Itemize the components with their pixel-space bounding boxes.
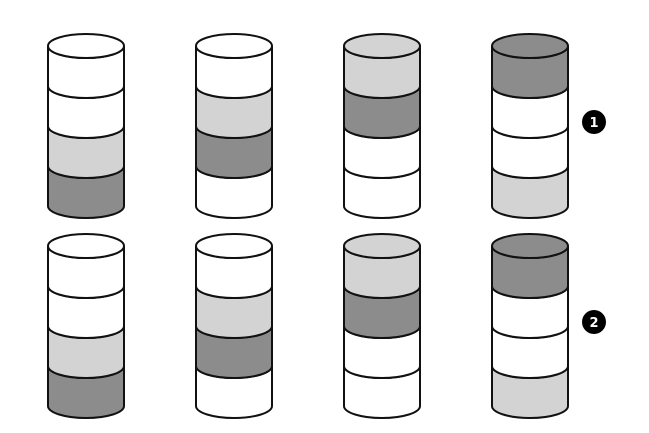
callout-badge-2: 2 bbox=[582, 310, 606, 334]
disk-cylinder-4 bbox=[492, 234, 568, 418]
disk-top-cap bbox=[48, 234, 124, 258]
disk-cylinder-4 bbox=[492, 34, 568, 218]
disk-cylinder-2 bbox=[196, 234, 272, 418]
disk-top-cap bbox=[196, 34, 272, 58]
disk-top-cap bbox=[492, 234, 568, 258]
disk-top-cap bbox=[344, 234, 420, 258]
disk-cylinder-3 bbox=[344, 234, 420, 418]
disk-top-cap bbox=[196, 234, 272, 258]
disk-cylinder-3 bbox=[344, 34, 420, 218]
disk-top-cap bbox=[48, 34, 124, 58]
disk-row-2: 2 bbox=[48, 234, 606, 418]
callout-badge-1: 1 bbox=[582, 110, 606, 134]
disk-top-cap bbox=[344, 34, 420, 58]
callout-number: 2 bbox=[589, 316, 598, 331]
disk-top-cap bbox=[492, 34, 568, 58]
disk-row-1: 1 bbox=[48, 34, 606, 218]
disk-cylinder-1 bbox=[48, 34, 124, 218]
callout-number: 1 bbox=[589, 116, 598, 131]
disk-cylinder-1 bbox=[48, 234, 124, 418]
disk-cylinder-2 bbox=[196, 34, 272, 218]
